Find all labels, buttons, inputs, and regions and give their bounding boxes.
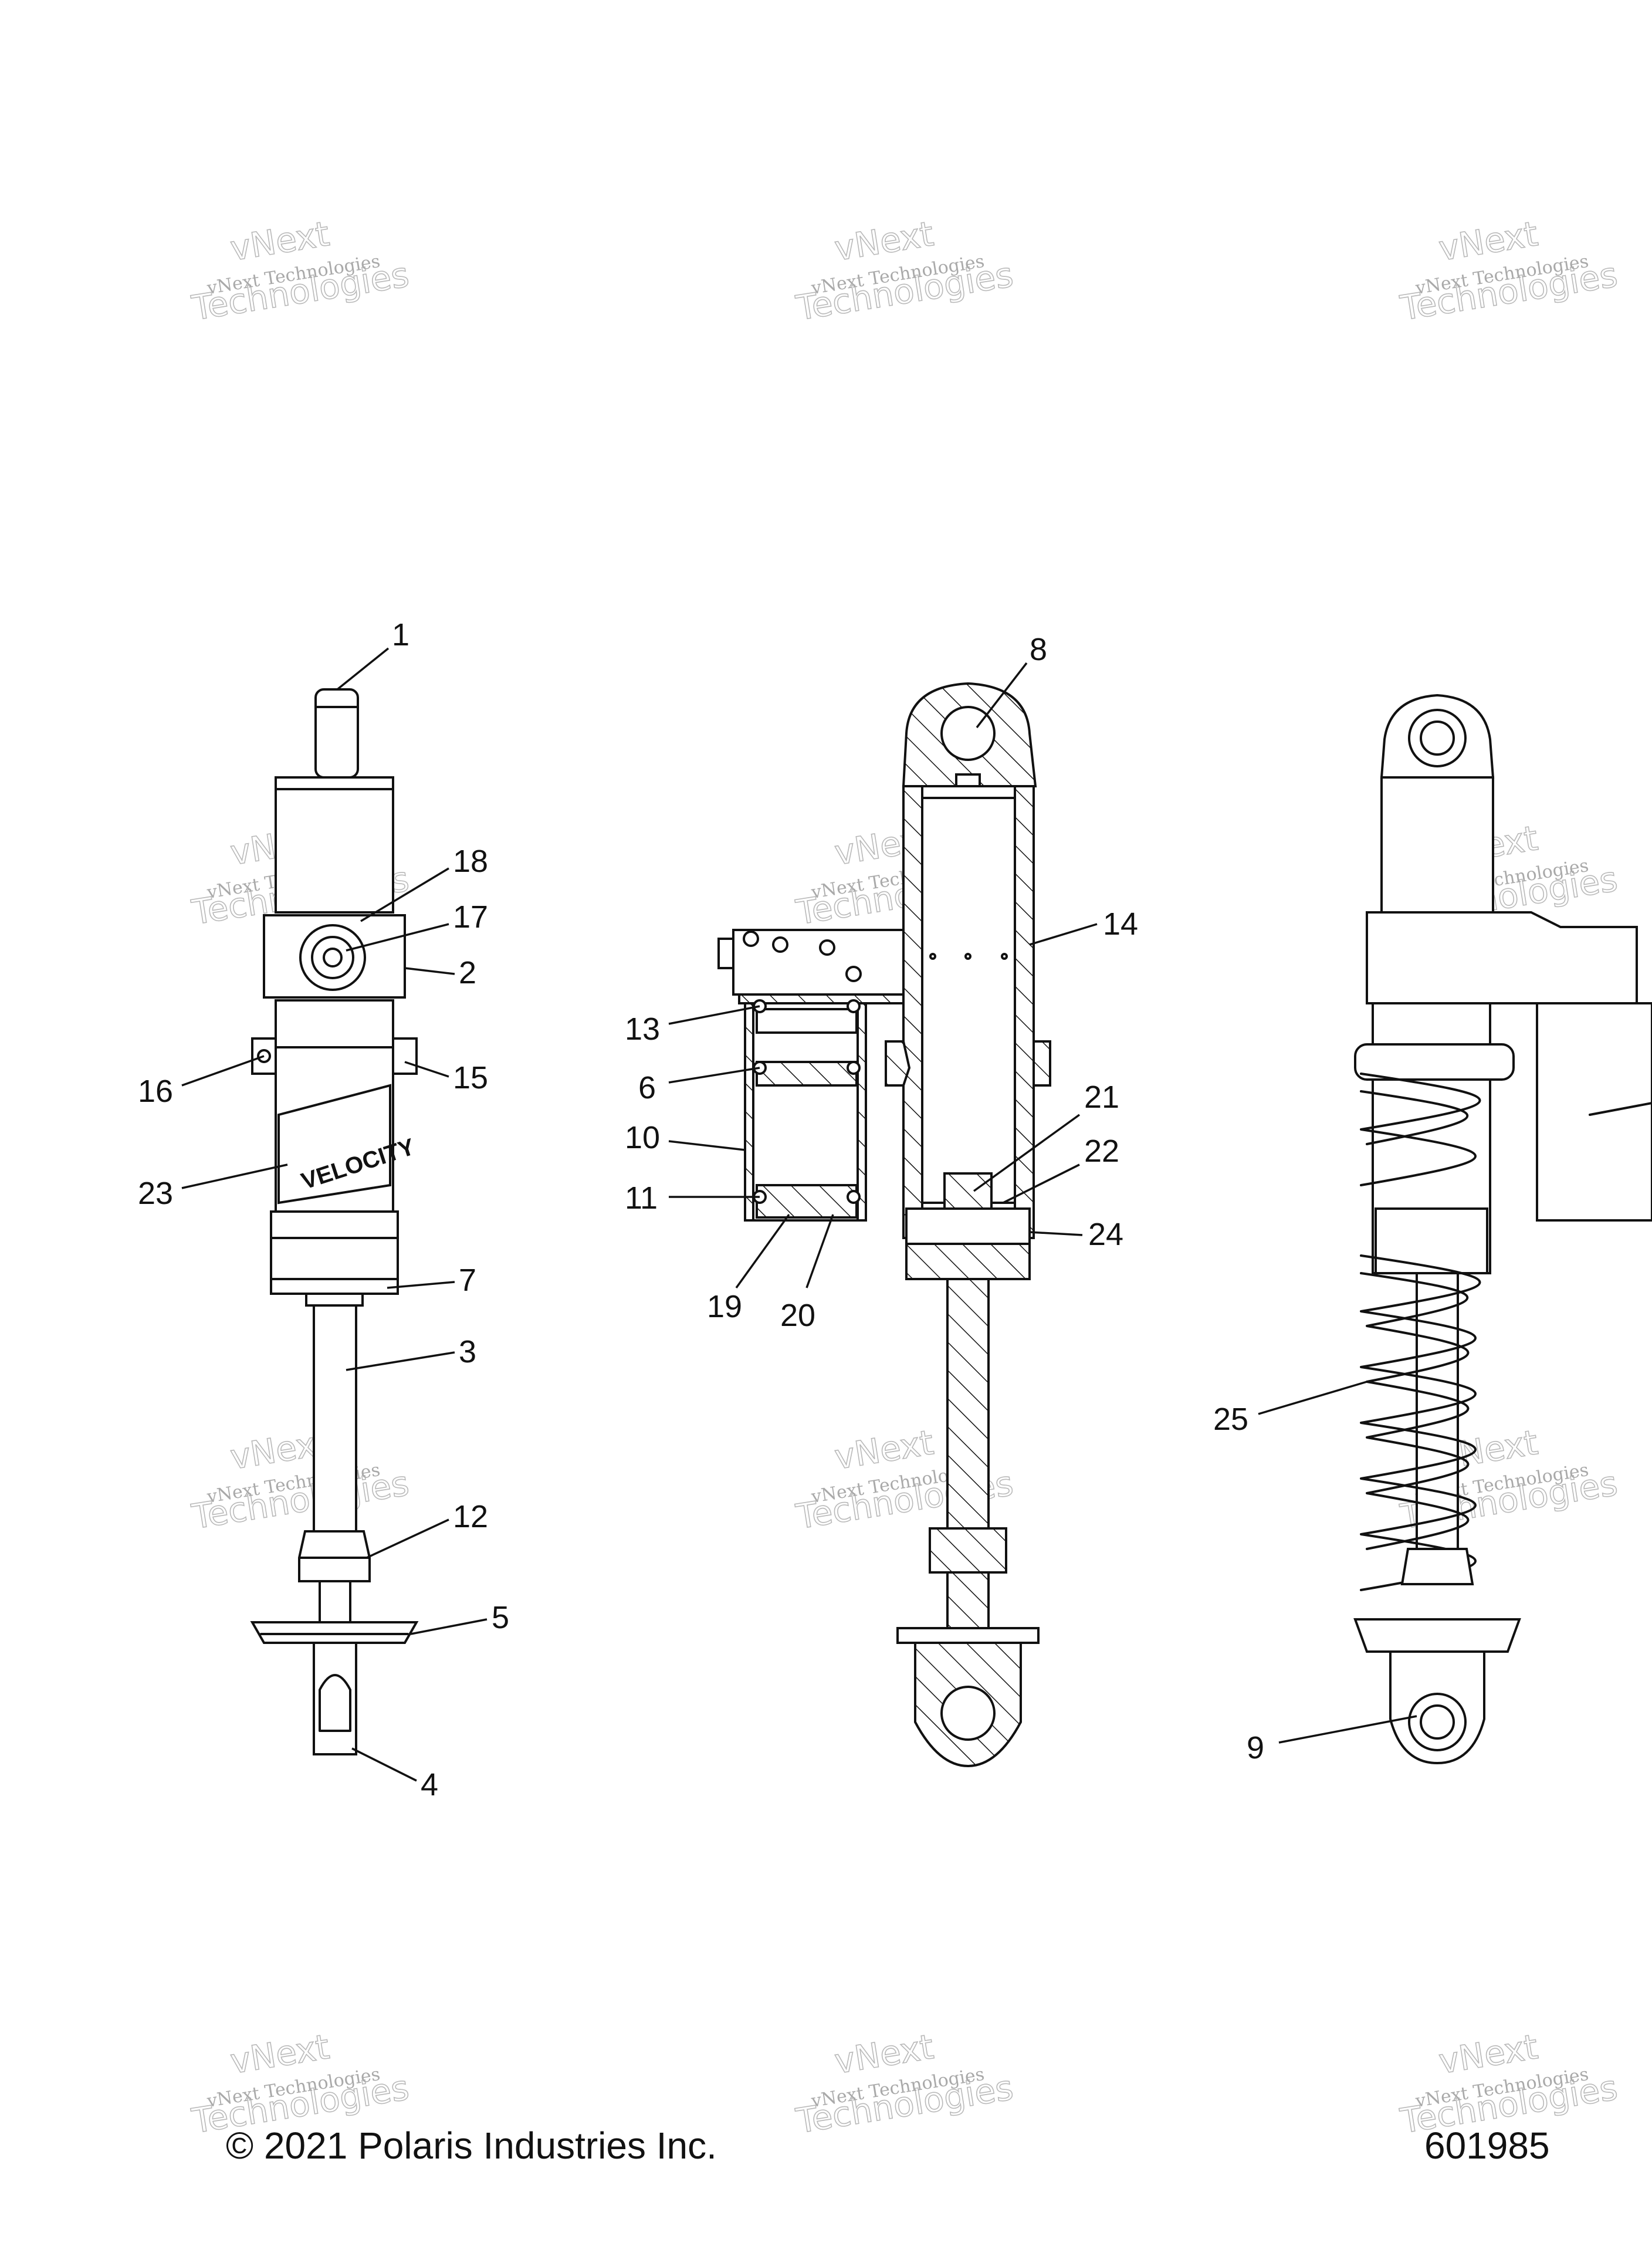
watermark: Technologies vNext vNext Technologies <box>188 2026 412 2142</box>
callout-1: 1 <box>392 617 409 652</box>
shaft-section <box>946 1278 990 1644</box>
callout-17: 17 <box>453 899 488 935</box>
upper-body <box>275 776 394 914</box>
callout-19: 19 <box>707 1289 742 1324</box>
callouts-left: 1 18 17 2 16 15 23 7 3 12 5 4 <box>138 617 509 1802</box>
callout-9: 9 <box>1247 1730 1264 1765</box>
coil-spring <box>1360 1073 1481 1591</box>
callout-7: 7 <box>459 1263 476 1298</box>
adjuster-valve <box>732 929 905 996</box>
callout-16: 16 <box>138 1074 173 1109</box>
reservoir <box>1536 1002 1652 1222</box>
callouts-center: 8 14 13 6 10 21 22 11 24 19 20 <box>625 632 1138 1333</box>
callout-2: 2 <box>459 955 476 990</box>
bump-stop <box>298 1530 371 1582</box>
callout-4: 4 <box>421 1767 438 1802</box>
brand-decal <box>277 1084 391 1205</box>
shock-assembly-section <box>717 682 1051 1768</box>
callout-15: 15 <box>453 1060 488 1095</box>
watermark: Technologies vNext vNext Technologies <box>1397 213 1620 329</box>
callout-10: 10 <box>625 1120 660 1155</box>
watermark: Technologies vNext vNext Technologies <box>793 213 1016 329</box>
shock-assembly-left: VELOCITY <box>250 688 419 1755</box>
reservoir-block <box>275 999 394 1048</box>
callout-23: 23 <box>138 1176 173 1211</box>
spring-seat <box>250 1621 419 1644</box>
callout-3: 3 <box>459 1334 476 1369</box>
watermark: Technologies vNext vNext Technologies <box>793 2026 1016 2142</box>
callout-25: 25 <box>1213 1402 1248 1437</box>
preload-collar <box>1354 1043 1515 1081</box>
callout-24: 24 <box>1088 1217 1123 1252</box>
watermark: Technologies vNext vNext Technologies <box>1397 2026 1620 2142</box>
callout-8: 8 <box>1030 632 1047 667</box>
watermark: Technologies vNext vNext Technologies <box>188 1422 412 1537</box>
callout-5: 5 <box>492 1600 509 1635</box>
watermark: Technologies vNext vNext Technologies <box>188 213 412 329</box>
callout-6: 6 <box>638 1070 656 1105</box>
lower-eyelet <box>313 1642 357 1755</box>
shaft <box>313 1304 357 1547</box>
callout-20: 20 <box>780 1298 815 1333</box>
callout-14: 14 <box>1103 906 1138 942</box>
copyright-text: © 2021 Polaris Industries Inc. <box>226 2125 717 2167</box>
upper-body <box>1380 776 1494 914</box>
diagram-number: 601985 <box>1424 2125 1550 2167</box>
callouts-right: 25 9 <box>1213 1381 1417 1765</box>
callout-18: 18 <box>453 844 488 879</box>
clamp-block <box>1366 911 1638 1004</box>
callout-12: 12 <box>453 1499 488 1534</box>
cylinder <box>921 797 1016 1204</box>
shock-assembly-right <box>1353 694 1652 1765</box>
callout-22: 22 <box>1084 1134 1119 1169</box>
end-cap <box>270 1210 399 1280</box>
callout-13: 13 <box>625 1012 660 1047</box>
spring-seat <box>1353 1618 1521 1653</box>
callout-21: 21 <box>1084 1080 1119 1115</box>
callout-11: 11 <box>625 1180 658 1216</box>
top-mount-pin <box>314 688 359 779</box>
